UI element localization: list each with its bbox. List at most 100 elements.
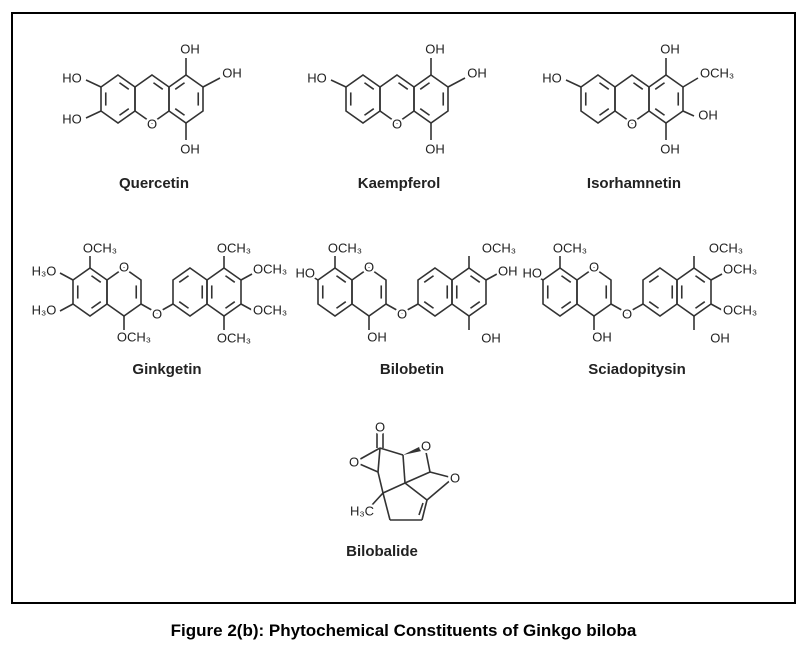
double-bond: [423, 301, 434, 309]
compound-name: Quercetin: [119, 175, 189, 192]
atom-label: HO: [62, 111, 82, 126]
atom-label: OH: [180, 41, 200, 56]
bond: [447, 77, 466, 88]
double-bond: [648, 301, 659, 309]
compound-name: Ginkgetin: [132, 361, 201, 378]
bond: [202, 77, 221, 88]
atom-label: OCH₃: [253, 302, 287, 317]
double-bond: [336, 275, 347, 283]
atom-label: OH: [180, 141, 200, 156]
atom-label: OCH₃: [83, 240, 117, 255]
atom-label: OH: [222, 65, 242, 80]
bond: [140, 303, 158, 314]
atom-label: OCH₃: [328, 240, 362, 255]
compound-name: Isorhamnetin: [587, 175, 681, 192]
bond: [401, 303, 419, 314]
bond: [421, 499, 428, 521]
bond: [610, 303, 628, 314]
bond: [312, 276, 319, 281]
double-bond: [419, 108, 430, 116]
atom-label: OH: [425, 141, 445, 156]
double-bond: [599, 108, 610, 116]
atom-label: OCH₃: [217, 330, 251, 345]
compound-name: Bilobalide: [346, 543, 418, 560]
atom-label: O: [622, 306, 632, 321]
compound-name: Bilobetin: [380, 361, 444, 378]
bond: [377, 447, 381, 473]
double-bond: [153, 82, 164, 90]
bond: [710, 303, 723, 311]
double-bond: [225, 275, 236, 283]
double-bond: [336, 301, 347, 309]
bond: [379, 447, 404, 456]
atom-label: OH: [367, 329, 387, 344]
double-bond: [470, 301, 481, 309]
double-bond: [695, 301, 706, 309]
double-bond: [398, 82, 409, 90]
double-bond: [423, 275, 434, 283]
atom-label: O: [397, 306, 407, 321]
bond: [418, 502, 424, 516]
atom-label: OCH₃: [709, 240, 743, 255]
bond: [539, 277, 544, 281]
atom-label: O: [589, 259, 599, 274]
bond: [85, 79, 102, 88]
atom-label: O: [349, 454, 359, 469]
bond: [330, 79, 347, 88]
bond: [402, 454, 406, 484]
bond: [626, 303, 644, 314]
bond: [59, 303, 74, 312]
bond: [429, 471, 454, 479]
double-bond: [561, 275, 572, 283]
double-bond: [470, 275, 481, 283]
atom-label: O: [392, 116, 402, 131]
atom-label: OCH₃: [553, 240, 587, 255]
bond: [426, 477, 454, 501]
figure-caption: Figure 2(b): Phytochemical Constituents …: [170, 621, 637, 640]
atom-label: OH: [698, 107, 718, 122]
atom-label: OCH₃: [217, 240, 251, 255]
atom-label: O: [119, 259, 129, 274]
atom-label: O: [364, 259, 374, 274]
molecule-kaempferol: HO OH OH OH O Kaempferol: [305, 39, 490, 192]
double-bond: [119, 82, 130, 90]
atom-label: O: [152, 306, 162, 321]
bond: [404, 482, 428, 501]
bond: [377, 471, 384, 494]
double-bond: [178, 275, 189, 283]
atom-label: HO: [523, 265, 543, 280]
bond: [682, 77, 699, 88]
double-bond: [561, 301, 572, 309]
double-bond: [174, 82, 185, 90]
atom-label: OH: [425, 41, 445, 56]
bond: [682, 110, 695, 117]
double-bond: [648, 275, 659, 283]
bond: [565, 79, 582, 88]
bond: [59, 272, 74, 281]
atom-label: O: [421, 438, 431, 453]
bond: [240, 273, 253, 281]
atom-label: OCH₃: [117, 329, 151, 344]
atom-label: OCH₃: [482, 240, 516, 255]
atom-label: OCH₃: [253, 261, 287, 276]
double-bond: [364, 82, 375, 90]
atom-label: O: [450, 470, 460, 485]
atom-label: H₃O: [32, 263, 57, 278]
double-bond: [599, 82, 610, 90]
double-bond: [633, 82, 644, 90]
double-bond: [419, 82, 430, 90]
double-bond: [174, 108, 185, 116]
bond: [485, 273, 498, 281]
atom-label: OH: [467, 65, 487, 80]
wedge-bond: [403, 444, 426, 455]
compound-name: Kaempferol: [358, 175, 441, 192]
atom-label: HO: [307, 70, 327, 85]
double-bond: [225, 301, 236, 309]
double-bond: [364, 108, 375, 116]
atom-label: H₃O: [32, 302, 57, 317]
